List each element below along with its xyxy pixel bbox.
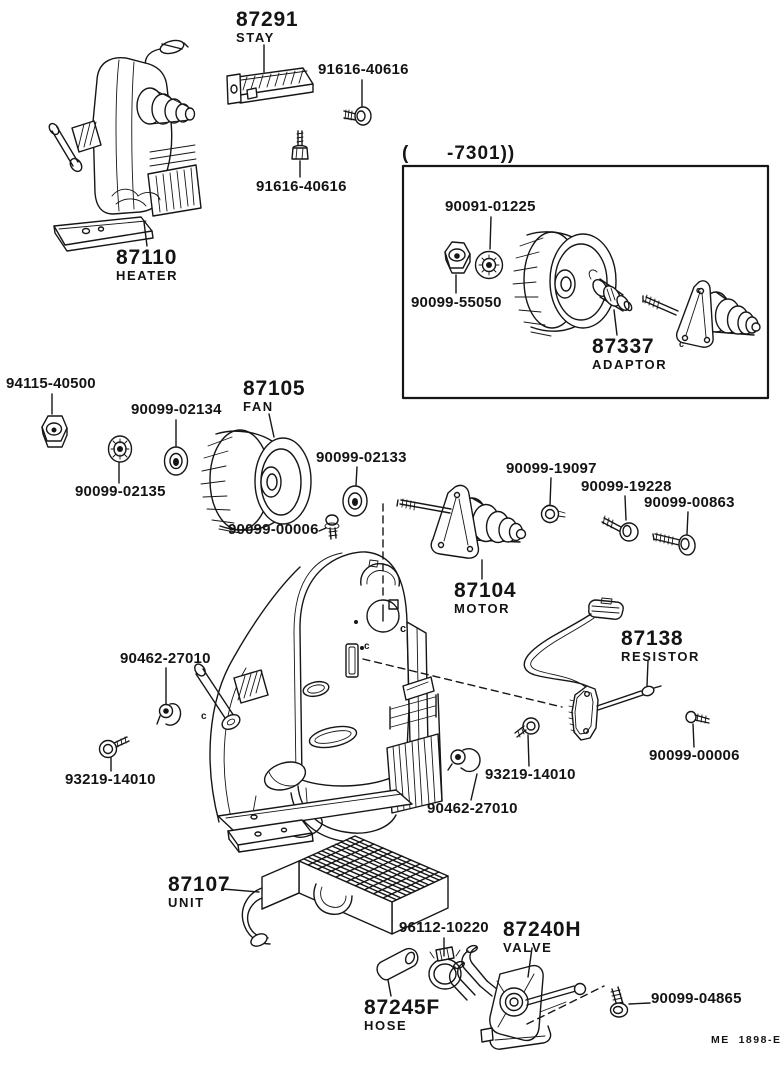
- resistor-drawing: [568, 685, 662, 741]
- valve-87240-drawing: [448, 944, 587, 1050]
- diagram-mark: c: [679, 339, 684, 349]
- screw-04865-drawing: [609, 986, 629, 1018]
- lock-washer-01225-drawing: [474, 250, 504, 280]
- screw-91616-top-drawing: [343, 106, 372, 126]
- nut-19097-drawing: [540, 504, 566, 524]
- fan-early-drawing: [512, 231, 617, 337]
- part-label-90099-19228: 90099-19228: [581, 478, 672, 495]
- lock-washer-02135-drawing: [107, 435, 133, 463]
- early-production-box: [401, 164, 770, 400]
- screw-91616-mid-drawing: [291, 130, 309, 160]
- motor-drawing: [396, 484, 527, 559]
- part-label-90099-00006-b: 90099-00006: [649, 747, 740, 764]
- bolt-00863-drawing: [652, 532, 696, 556]
- part-label-90462-27010-a: 90462-27010: [120, 650, 211, 667]
- part-label-90099-19097: 90099-19097: [506, 460, 597, 477]
- sheet-code-stamp: ME 1898-E: [711, 1034, 782, 1046]
- part-label-90099-55050: 90099-55050: [411, 294, 502, 311]
- diagram-mark: c: [201, 711, 207, 722]
- fan-drawing: [200, 429, 312, 534]
- screw-00006-right-drawing: [685, 710, 710, 724]
- heater-assembly-drawing: [48, 39, 202, 252]
- bolt-19228-drawing: [601, 515, 639, 542]
- part-label-91616-40616-a: 91616-40616: [318, 61, 409, 78]
- part-label-96112-10220: 96112-10220: [399, 919, 489, 936]
- heater-core-drawing: [241, 835, 449, 947]
- part-label-93219-14010-b: 93219-14010: [485, 766, 576, 783]
- clamp-90462-bottom-drawing: [447, 748, 481, 773]
- part-label-90091-01225: 90091-01225: [445, 198, 536, 215]
- stay-bracket-drawing: [226, 67, 314, 105]
- clamp-96112-drawing: [428, 946, 462, 990]
- washer-02134-drawing: [163, 446, 189, 476]
- c-marks: c c c c c: [201, 285, 701, 722]
- clamp-90462-left-drawing: [156, 703, 182, 726]
- part-label-93219-14010-a: 93219-14010: [65, 771, 156, 788]
- part-label-90099-02133: 90099-02133: [316, 449, 407, 466]
- wire-connector-drawing: [523, 597, 624, 691]
- production-range-note: ( -7301)): [402, 143, 516, 164]
- adaptor-drawing: [588, 269, 633, 312]
- dashed-lines: [362, 503, 605, 1025]
- motor-early-drawing: [642, 280, 761, 348]
- part-label-90099-02135: 90099-02135: [75, 483, 166, 500]
- diagram-mark: c: [400, 623, 406, 635]
- blower-case-drawing: [194, 551, 443, 853]
- diagram-mark: c: [364, 641, 370, 652]
- hose-87245-drawing: [376, 947, 419, 981]
- nut-55050-drawing: [444, 241, 471, 274]
- core-grid: [303, 837, 444, 901]
- leader-lines: [51, 44, 695, 1005]
- part-label-90099-00006-a: 90099-00006: [228, 521, 319, 538]
- bolt-00006-left-drawing: [324, 514, 340, 540]
- nut-94115-drawing: [41, 415, 68, 448]
- washer-02133-drawing: [342, 485, 368, 517]
- part-label-91616-40616-b: 91616-40616: [256, 178, 347, 195]
- part-label-90099-02134: 90099-02134: [131, 401, 222, 418]
- diagram-mark: c: [696, 285, 701, 295]
- part-label-90099-04865: 90099-04865: [651, 990, 742, 1007]
- part-label-94115-40500: 94115-40500: [6, 375, 96, 392]
- bolt-93219-right-drawing: [514, 717, 540, 738]
- part-label-90099-00863: 90099-00863: [644, 494, 735, 511]
- bolt-93219-left-drawing: [98, 736, 130, 759]
- part-label-90462-27010-b: 90462-27010: [427, 800, 518, 817]
